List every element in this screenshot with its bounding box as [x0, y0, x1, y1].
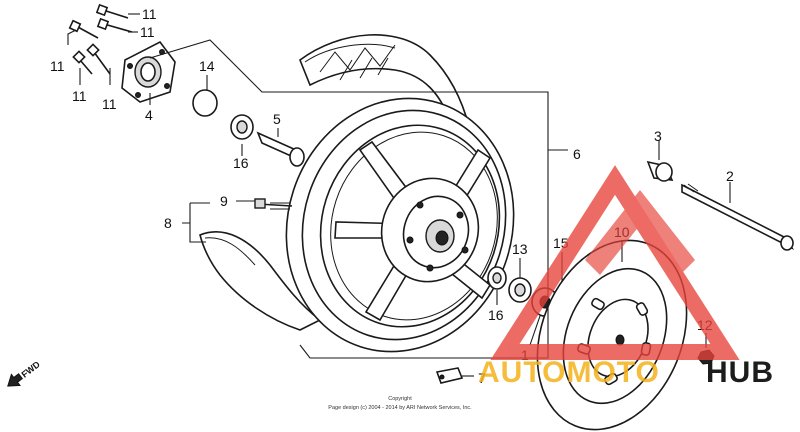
callout-5: 5	[273, 111, 281, 127]
flange-drawing	[121, 40, 176, 103]
callout-11: 11	[102, 96, 117, 112]
fwd-label: FWD	[20, 359, 43, 380]
leader-lines	[67, 13, 731, 377]
callout-4: 4	[145, 107, 153, 123]
arrow-left-icon	[7, 373, 23, 387]
callout-16: 16	[488, 307, 504, 323]
o-ring-drawing	[192, 89, 218, 117]
callout-6: 6	[573, 146, 581, 162]
callout-11: 11	[140, 24, 155, 40]
axle-drawing	[646, 160, 795, 251]
callout-11: 11	[142, 6, 157, 22]
callout-7: 7	[478, 370, 486, 386]
callout-3: 3	[654, 128, 662, 144]
callout-9: 9	[220, 193, 228, 209]
bearing-upper-drawing	[230, 114, 254, 140]
triangle-logo-icon	[490, 165, 740, 360]
fwd-arrow: FWD	[7, 359, 43, 387]
callout-2: 2	[726, 168, 734, 184]
callout-14: 14	[199, 58, 215, 74]
watermark-logo	[490, 165, 740, 360]
copyright-text: Page design (c) 2004 - 2014 by ARI Netwo…	[328, 405, 472, 411]
valve-drawing	[254, 198, 293, 210]
wheel-rim-drawing	[285, 97, 515, 353]
callout-8: 8	[164, 215, 172, 231]
callout-11: 11	[50, 58, 65, 74]
callout-13: 13	[512, 241, 528, 257]
callout-16: 16	[233, 155, 249, 171]
watermark-word-hub: HUB	[706, 356, 774, 389]
balance-weight-drawing	[435, 367, 464, 384]
copyright-title: Copyright	[388, 396, 412, 402]
watermark-word-automoto: AUTOMOTO	[478, 356, 660, 389]
callout-11: 11	[72, 88, 87, 104]
brake-disc-drawing	[536, 239, 688, 431]
collar-drawing	[256, 131, 305, 167]
bolts-drawing	[68, 3, 133, 75]
